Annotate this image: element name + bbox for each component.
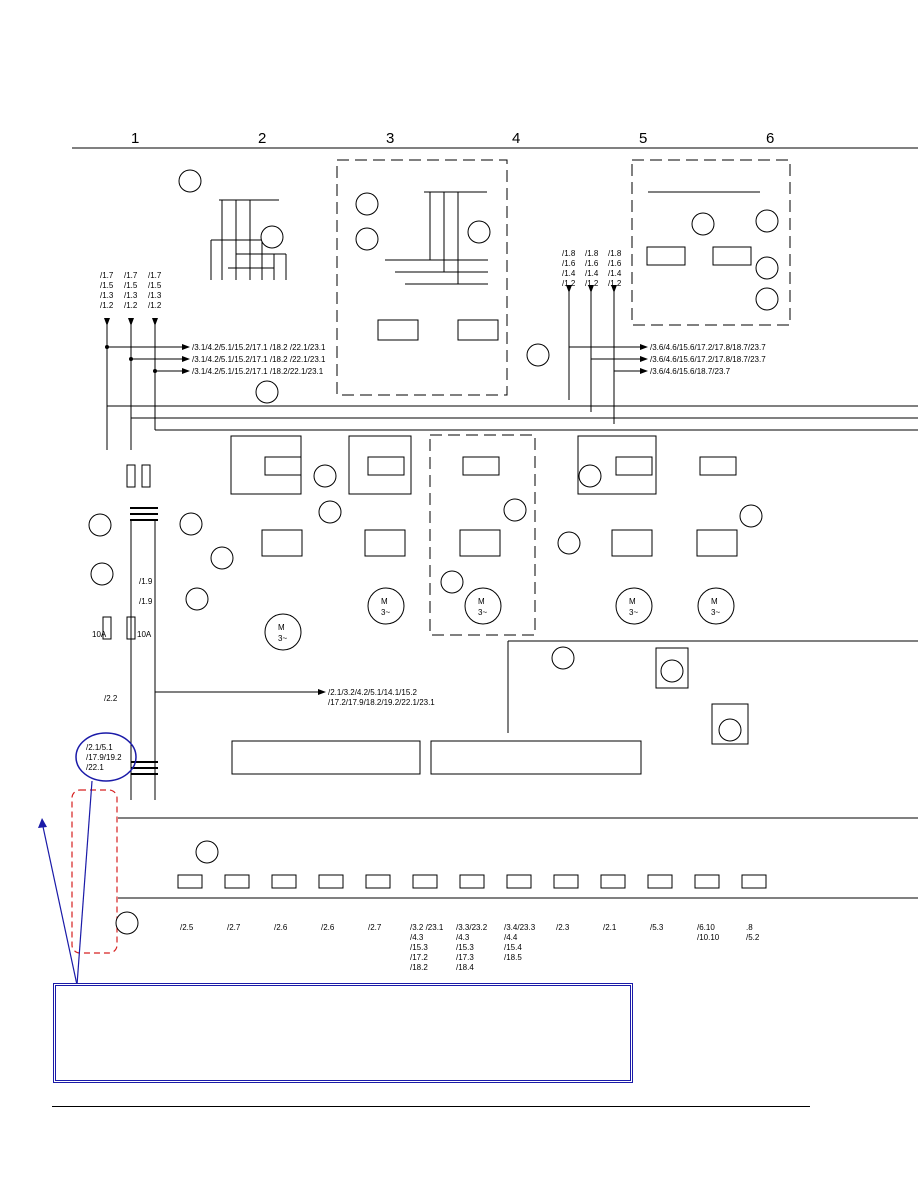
relay-coil <box>224 874 250 889</box>
relay-coil <box>365 874 391 889</box>
relay-coil <box>459 874 485 889</box>
arrow-head <box>38 818 47 828</box>
xrefs-right: /3.6/4.6/15.6/17.2/17.8/18.7/23.7 /3.6/4… <box>650 343 766 376</box>
relay-ref: /2.3 <box>556 923 570 932</box>
supply-ref: /1.8/1.6/1.4/1.2 <box>608 249 622 288</box>
relay-refs: /2.5 /2.7 /2.6 /2.6 /2.7 /3.2 /23.1/4.3/… <box>180 923 760 972</box>
supply-refs-right: /1.8/1.6/1.4/1.2 /1.8/1.6/1.4/1.2 /1.8/1… <box>562 249 622 288</box>
relay-ref: /2.6 <box>321 923 335 932</box>
relay-ref: /3.2 /23.1/4.3/15.3/17.2/18.2 <box>410 923 444 972</box>
option-box-5 <box>631 159 791 326</box>
relay-ref: /2.6 <box>274 923 288 932</box>
column-number: 3 <box>386 130 394 147</box>
highlight-door-switch <box>71 789 118 954</box>
relay-ref: /2.7 <box>227 923 241 932</box>
xref-line: /3.6/4.6/15.6/17.2/17.8/18.7/23.7 <box>650 343 766 352</box>
column2-bus <box>210 199 287 280</box>
control-xref: /2.1/3.2/4.2/5.1/14.1/15.2/17.2/17.9/18.… <box>328 688 435 707</box>
footer-line <box>52 1106 810 1107</box>
relay-ref: .8/5.2 <box>746 923 760 942</box>
relay-coil <box>553 874 579 889</box>
xref-line: /3.1/4.2/5.1/15.2/17.1 /18.2 /22.1/23.1 <box>192 343 326 352</box>
fuse-label: 10A <box>137 630 152 639</box>
top-contactor-group-3 <box>377 191 499 341</box>
relay-coil <box>271 874 297 889</box>
relay-coil <box>600 874 626 889</box>
xref-line: /3.6/4.6/15.6/17.2/17.8/18.7/23.7 <box>650 355 766 364</box>
relay-ref: /6.10/10.10 <box>697 923 720 942</box>
relay-coil <box>318 874 344 889</box>
relay-coil <box>177 874 203 889</box>
supply-ref: /1.7/1.5/1.3/1.2 <box>148 271 162 310</box>
supply-ref: /1.8/1.6/1.4/1.2 <box>585 249 599 288</box>
supply-ref: /1.8/1.6/1.4/1.2 <box>562 249 576 288</box>
fuse-label: 10A <box>92 630 107 639</box>
callout-arrow <box>76 780 93 986</box>
relay-ref: /2.5 <box>180 923 194 932</box>
terminal-block-2 <box>430 740 642 775</box>
relay-coil <box>741 874 767 889</box>
circled-ref: /2.1/5.1/17.9/19.2/22.1 <box>86 743 122 772</box>
option-box-motor-3 <box>429 434 536 636</box>
column-number: 1 <box>131 130 139 147</box>
xref-line: /3.6/4.6/15.6/18.7/23.7 <box>650 367 731 376</box>
relay-coil <box>647 874 673 889</box>
small-ref: /1.9 <box>139 597 153 606</box>
supply-bus-left <box>104 318 918 450</box>
relay-ref: /5.3 <box>650 923 664 932</box>
option-box-3 <box>336 159 508 396</box>
column-number: 4 <box>512 130 520 147</box>
column-number: 6 <box>766 130 774 147</box>
terminal-block-1 <box>231 740 421 775</box>
column-number: 5 <box>639 130 647 147</box>
relay-ref: /2.1 <box>603 923 617 932</box>
note-box <box>53 983 633 1083</box>
supply-ref: /1.7/1.5/1.3/1.2 <box>100 271 114 310</box>
control-transformer <box>102 464 158 800</box>
relay-ref: /2.7 <box>368 923 382 932</box>
control-device <box>655 647 689 689</box>
reference-bubbles <box>88 169 779 935</box>
column-number: 2 <box>258 130 266 147</box>
supply-refs-left: /1.7/1.5/1.3/1.2 /1.7/1.5/1.3/1.2 /1.7/1… <box>100 271 162 310</box>
relay-ref: /3.4/23.3/4.4/15.4/18.5 <box>504 923 536 962</box>
supply-bus-right <box>566 285 648 424</box>
supply-ref: /1.7/1.5/1.3/1.2 <box>124 271 138 310</box>
relay-coil <box>412 874 438 889</box>
xref-line: /3.1/4.2/5.1/15.2/17.1 /18.2 /22.1/23.1 <box>192 355 326 364</box>
column-numbers: 1 2 3 4 5 6 <box>131 130 774 147</box>
relay-coil-row <box>177 874 767 889</box>
callout-arrow <box>41 821 78 986</box>
small-ref: /1.9 <box>139 577 153 586</box>
xrefs-left: /3.1/4.2/5.1/15.2/17.1 /18.2 /22.1/23.1 … <box>192 343 326 376</box>
control-device <box>711 703 749 745</box>
top-contactor-group-5 <box>646 191 760 266</box>
xref-line: /3.1/4.2/5.1/15.2/17.1 /18.2/22.1/23.1 <box>192 367 324 376</box>
relay-ref: /3.3/23.2/4.3/15.3/17.3/18.4 <box>456 923 488 972</box>
relay-coil <box>694 874 720 889</box>
highlight-ref-circle <box>75 732 137 782</box>
relay-coil <box>506 874 532 889</box>
small-ref: /2.2 <box>104 694 118 703</box>
